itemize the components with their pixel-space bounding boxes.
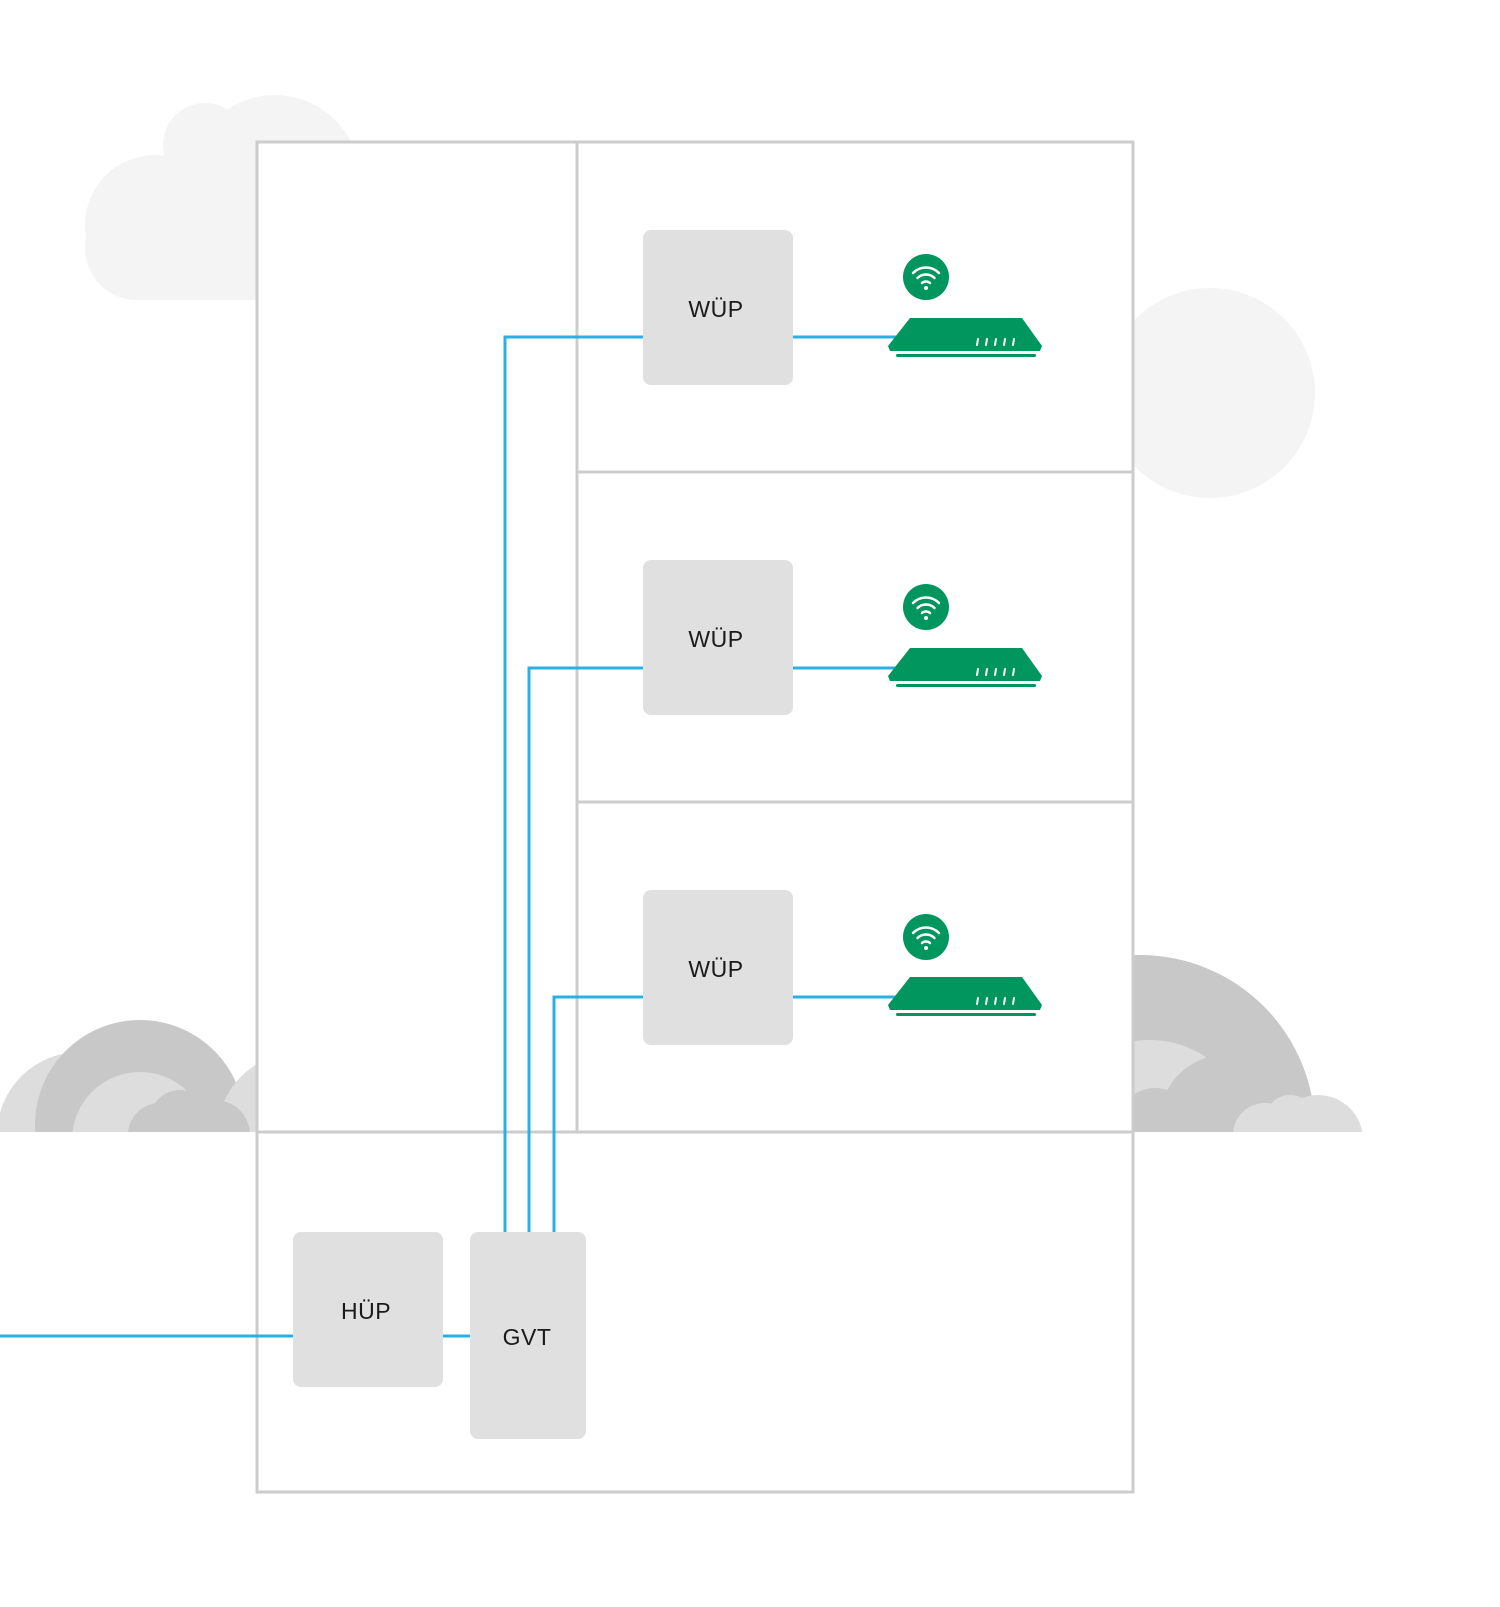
stairwell [255,140,579,1134]
floor-2-equipment: WÜP [643,560,1042,715]
fiber-line-floor-1 [552,995,643,1232]
building-outline [255,140,1135,1494]
wup-box [643,560,793,715]
wup-box [643,230,793,385]
gvt-label: GVT [503,1324,552,1350]
router-icon [888,977,1042,1016]
floor-1-equipment: WÜP [643,890,1042,1045]
sun-icon [1105,288,1315,498]
wifi-icon [903,914,949,960]
hup-label: HÜP [341,1298,391,1324]
floor-3-equipment: WÜP [643,230,1042,385]
wup-label: WÜP [688,626,743,652]
wifi-icon [903,584,949,630]
fiber-cables [0,335,897,1338]
wup-box [643,890,793,1045]
router-icon [888,318,1042,357]
router-icon [888,648,1042,687]
fiber-line-floor-2 [527,666,643,1232]
hup-box [293,1232,443,1387]
fiber-line-floor-3 [503,335,643,1232]
wup-label: WÜP [688,956,743,982]
wup-label: WÜP [688,296,743,322]
basement-equipment: HÜP GVT [293,1232,586,1439]
wifi-icon [903,254,949,300]
gvt-box [470,1232,586,1439]
